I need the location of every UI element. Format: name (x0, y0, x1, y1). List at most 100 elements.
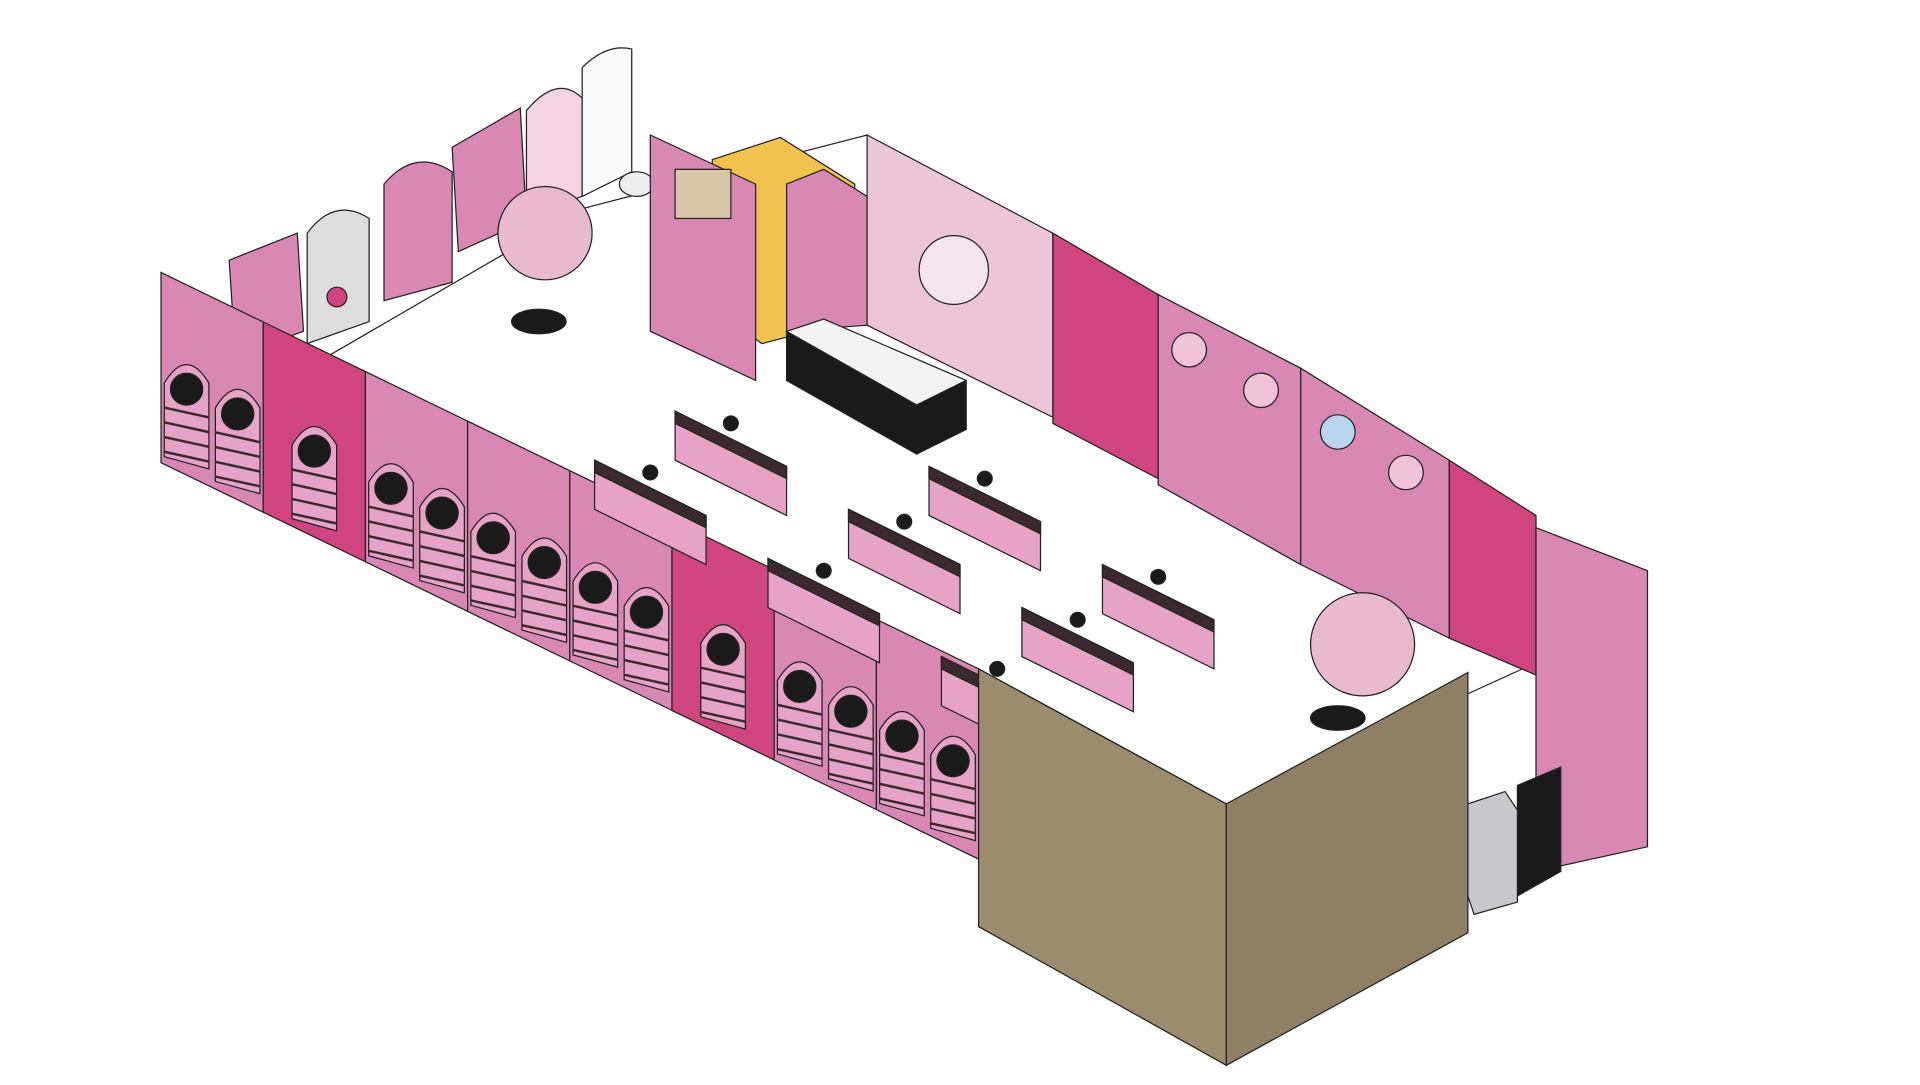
shelf-line (828, 757, 874, 771)
poster-frame (674, 168, 732, 220)
shelf-line (419, 559, 465, 572)
shelf-line (368, 549, 414, 562)
shelf-line (623, 673, 670, 686)
shelf-line (368, 520, 414, 533)
round-logo-sign (918, 235, 990, 305)
blossom-tree (497, 185, 593, 281)
gondola-sign (722, 415, 739, 432)
shelf-line (291, 497, 337, 510)
shelf-line (164, 450, 210, 463)
shelf-line (470, 584, 516, 597)
shelf-line (572, 619, 618, 632)
shelf-line (368, 505, 414, 518)
wall-decor-circle (1243, 372, 1279, 409)
wood-clad-corner-block (977, 667, 1469, 1067)
shelf-line (470, 555, 516, 568)
shelf-line (828, 772, 874, 785)
shelf-line (470, 569, 516, 582)
right-wall (1052, 232, 1649, 916)
gondola-top-shelf (928, 465, 1042, 535)
gondola-sign (989, 660, 1006, 677)
gondola-sign (1069, 611, 1086, 628)
partition-wall (785, 168, 868, 333)
shelf-line (521, 594, 567, 607)
gondola-sign (896, 513, 913, 530)
shelf-line (623, 644, 670, 657)
speaker-grille (706, 632, 740, 666)
wall-decor-circle (1319, 414, 1356, 450)
gondola-top-shelf (767, 557, 881, 627)
blossom-tree (1309, 592, 1416, 697)
right-end-cap (1535, 526, 1649, 873)
arched-shelf-back (383, 161, 453, 302)
speaker-grille (936, 744, 970, 778)
wall-decor-circle (1387, 454, 1424, 491)
shelf-line (700, 710, 746, 723)
shelf-line (164, 435, 210, 449)
speaker-grille (629, 595, 664, 629)
shelf-line (879, 767, 925, 781)
speaker-grille (425, 496, 459, 530)
shelf-line (930, 778, 976, 791)
shelf-line (215, 431, 261, 444)
door-round-handle (326, 286, 348, 308)
gondola-top-shelf (847, 508, 961, 578)
speaker-grille (527, 546, 561, 580)
round-display-table (1309, 705, 1366, 731)
right-wall-section (1448, 459, 1537, 676)
wood-wall-right-face (1225, 671, 1469, 1067)
black-doorway (1516, 766, 1562, 897)
shelf-line (777, 747, 823, 761)
gondola-top-shelf (674, 410, 788, 480)
wall-decor-circle (1171, 331, 1208, 368)
speaker-grille (885, 719, 919, 753)
island-gondolas (593, 410, 1215, 762)
shelf-line (521, 609, 567, 622)
shelf-line (572, 648, 618, 661)
gondola-top-shelf (593, 459, 707, 529)
shelf-line (419, 530, 465, 543)
speaker-grille (374, 471, 408, 505)
shelf-line (777, 718, 823, 731)
gondola-sign (642, 464, 659, 481)
front-left-wall (160, 271, 980, 861)
cash-counter (785, 318, 968, 455)
shelf-line (930, 792, 976, 805)
shelf-line (521, 579, 567, 593)
speaker-grille (578, 570, 613, 604)
speaker-grille (297, 434, 332, 468)
shelf-line (215, 460, 261, 473)
shelf-line (930, 807, 976, 820)
shelf-line (700, 681, 746, 694)
shelf-line (777, 703, 823, 716)
shelf-line (879, 797, 925, 810)
round-display-table (510, 308, 567, 335)
shelf-line (419, 574, 465, 587)
shelf-line (215, 445, 261, 459)
shelf-line (828, 728, 874, 741)
shelf-line (930, 822, 976, 835)
white-arch-door (306, 209, 370, 345)
gondola-sign (815, 562, 832, 579)
shelf-line (777, 733, 823, 746)
counter-body (785, 330, 967, 455)
shelf-line (623, 629, 670, 642)
speaker-grille (834, 694, 868, 728)
shelf-line (879, 753, 925, 766)
toilet (618, 171, 655, 197)
gondola-top-shelf (1101, 563, 1215, 634)
shelf-line (291, 512, 337, 525)
shelf-line (828, 743, 874, 756)
shelf-line (879, 782, 925, 795)
shelf-line (700, 695, 746, 709)
center-back-displays (649, 133, 1054, 419)
glass-door (581, 47, 633, 198)
shelf-line (572, 634, 618, 647)
shelf-line (291, 468, 337, 481)
shelf-line (623, 658, 670, 672)
shelf-line (572, 604, 618, 617)
gondola-sign (1150, 568, 1167, 585)
refrigerator (1467, 790, 1519, 916)
